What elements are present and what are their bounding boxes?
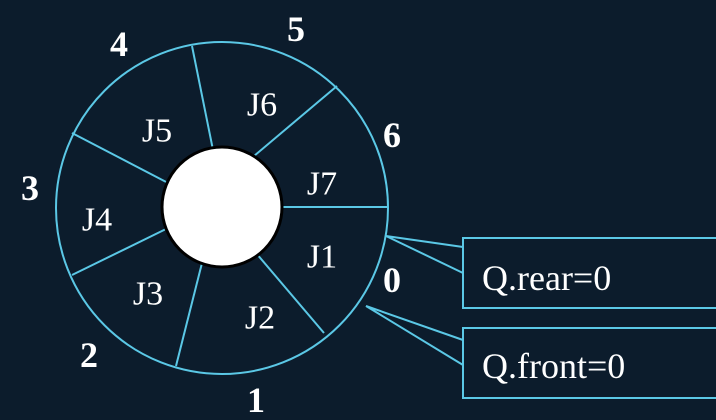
- index-label-4: 4: [110, 24, 128, 64]
- slot-label-j6: J6: [247, 87, 277, 124]
- front-pointer-label: Q.front=0: [482, 346, 625, 386]
- index-label-3: 3: [21, 168, 39, 208]
- slot-divider: [71, 228, 167, 276]
- slot-label-j5: J5: [142, 113, 172, 150]
- slot-label-j2: J2: [245, 300, 275, 337]
- front-callout-pointer: [365, 305, 464, 366]
- slot-label-j3: J3: [133, 276, 163, 313]
- slot-divider: [175, 262, 203, 367]
- index-label-5: 5: [287, 9, 305, 49]
- slot-divider: [253, 85, 338, 157]
- index-label-2: 2: [80, 335, 98, 375]
- front-callout-box: [462, 327, 716, 399]
- front-pointer-callout: Q.front=0: [365, 305, 716, 399]
- rear-pointer-callout: Q.rear=0: [385, 235, 716, 309]
- rear-callout-pointer: [385, 235, 464, 274]
- rear-pointer-label: Q.rear=0: [482, 258, 611, 298]
- index-label-6: 6: [383, 115, 401, 155]
- slot-label-j4: J4: [82, 202, 112, 239]
- index-label-0: 0: [383, 260, 401, 300]
- slot-divider: [191, 45, 214, 151]
- slot-divider: [71, 132, 171, 185]
- slot-divider: [255, 252, 325, 334]
- slot-label-j7: J7: [307, 166, 337, 203]
- slot-label-j1: J1: [307, 239, 337, 276]
- rear-callout-box: [462, 237, 716, 309]
- index-label-1: 1: [247, 380, 265, 420]
- queue-hub: [160, 145, 284, 269]
